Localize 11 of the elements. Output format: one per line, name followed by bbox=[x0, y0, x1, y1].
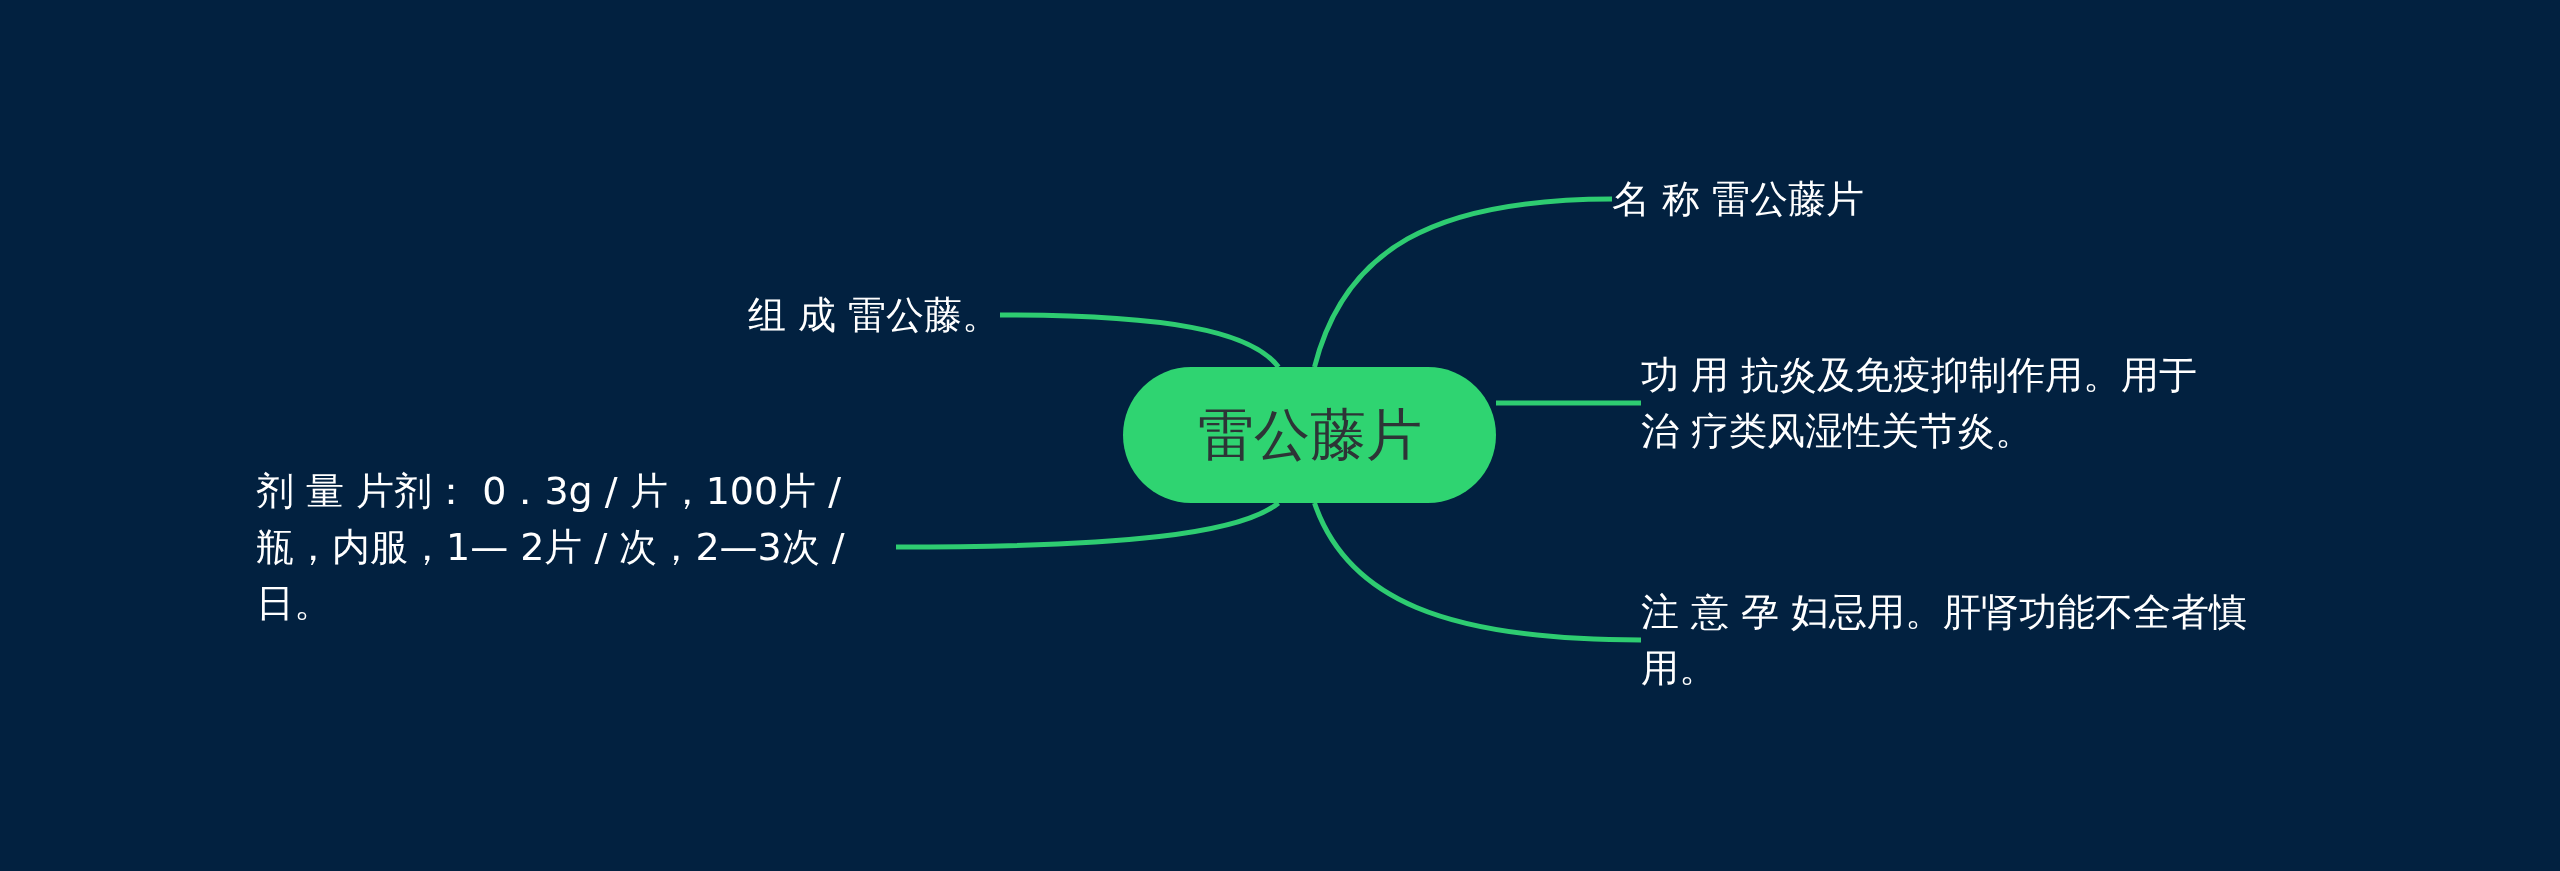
central-topic-box: 雷公藤片 bbox=[1123, 367, 1496, 503]
connector-line bbox=[1312, 196, 1613, 368]
topic-text: 剂 量 片剂： 0．3g / 片，100片 / 瓶，内服，1— 2片 / 次，2—3次 / 日。 bbox=[256, 463, 896, 631]
connector-line bbox=[1312, 502, 1642, 643]
connector-line bbox=[896, 500, 1280, 550]
topic-text: 组 成 雷公藤。 bbox=[700, 287, 1000, 343]
topic-text: 功 用 抗炎及免疫抑制作用。用于治 疗类风湿性关节炎。 bbox=[1641, 347, 2226, 459]
connector-line bbox=[1496, 400, 1641, 406]
connector-line bbox=[1000, 312, 1281, 369]
topic-text: 名 称 雷公藤片 bbox=[1612, 171, 1932, 227]
topic-text: 注 意 孕 妇忌用。肝肾功能不全者慎用。 bbox=[1641, 584, 2271, 696]
